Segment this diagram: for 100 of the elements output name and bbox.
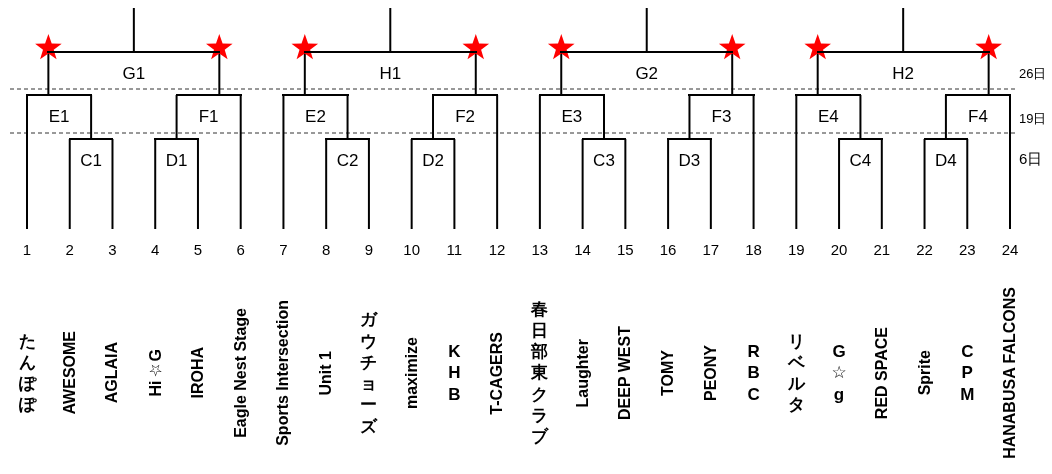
team-name: HANABUSA FALCONS bbox=[1001, 287, 1019, 459]
seed-number: 10 bbox=[402, 241, 421, 258]
seed-number: 17 bbox=[701, 241, 721, 258]
team-name: ガウチョーズ bbox=[359, 309, 379, 437]
seed-number: 15 bbox=[616, 241, 635, 258]
bracket-line bbox=[838, 138, 841, 230]
match-label: H1 bbox=[379, 64, 402, 84]
seed-number: 1 bbox=[21, 241, 33, 258]
bracket-line bbox=[624, 138, 627, 230]
bracket-line bbox=[923, 138, 926, 230]
bracket-line bbox=[196, 138, 199, 230]
bracket-line bbox=[453, 138, 456, 230]
seed-number: 24 bbox=[1000, 241, 1020, 258]
seed-number: 22 bbox=[915, 241, 934, 258]
team-name: Laughter bbox=[573, 338, 592, 408]
seed-number: 19 bbox=[786, 241, 806, 258]
match-label: C2 bbox=[336, 151, 359, 171]
bracket-line bbox=[389, 7, 392, 52]
team-name: Unit 1 bbox=[317, 350, 336, 396]
bracket-line bbox=[496, 94, 499, 230]
bracket-line bbox=[175, 94, 178, 139]
seed-number: 4 bbox=[150, 241, 161, 258]
date-label: 6日 bbox=[1019, 150, 1043, 169]
team-name: PEONY bbox=[701, 345, 720, 401]
match-label: D4 bbox=[935, 151, 957, 171]
bracket-line bbox=[667, 138, 670, 230]
match-label: F1 bbox=[198, 107, 219, 127]
seed-number: 3 bbox=[107, 241, 118, 258]
team-name: maximize bbox=[402, 336, 421, 409]
bracket-line bbox=[26, 94, 28, 230]
match-label: D2 bbox=[422, 151, 444, 171]
match-label: E3 bbox=[561, 107, 583, 127]
team-name: たんぽぽ bbox=[17, 330, 37, 416]
bracket-line bbox=[154, 138, 157, 230]
seed-number: 6 bbox=[235, 241, 246, 258]
bracket-line bbox=[880, 138, 883, 230]
bracket-line bbox=[239, 94, 242, 230]
match-label: G2 bbox=[635, 64, 659, 84]
team-name: T-CAGERS bbox=[488, 331, 507, 415]
seed-number: 7 bbox=[278, 241, 289, 258]
team-name: TOMY bbox=[659, 350, 678, 396]
bracket-line bbox=[68, 138, 71, 230]
bracket-line bbox=[795, 94, 798, 230]
match-label: G1 bbox=[122, 64, 146, 84]
bracket-line bbox=[902, 7, 905, 52]
match-label: C3 bbox=[593, 151, 615, 171]
team-name: AGLAIA bbox=[103, 342, 122, 404]
seed-number: 12 bbox=[487, 241, 507, 258]
seed-number: 5 bbox=[192, 241, 204, 258]
seed-number: 11 bbox=[445, 241, 464, 258]
team-name: G ☆ g bbox=[830, 341, 848, 405]
bracket-line bbox=[1009, 94, 1011, 230]
team-name: 春日部東クラブ bbox=[530, 298, 550, 448]
team-name: IROHA bbox=[188, 347, 207, 399]
seed-number: 18 bbox=[744, 241, 763, 258]
team-name: Sports Intersection bbox=[274, 300, 293, 446]
bracket-line bbox=[132, 7, 135, 52]
match-label: H2 bbox=[892, 64, 914, 84]
team-name: DEEP WEST bbox=[616, 326, 635, 420]
bracket-line bbox=[90, 94, 93, 139]
bracket-line bbox=[944, 94, 947, 139]
team-name: Sprite bbox=[915, 350, 934, 396]
match-label: E4 bbox=[817, 107, 839, 127]
bracket-line bbox=[410, 138, 413, 230]
match-label: E1 bbox=[48, 107, 70, 127]
match-label: D1 bbox=[165, 151, 188, 171]
match-label: D3 bbox=[678, 151, 701, 171]
bracket-line bbox=[859, 94, 862, 139]
seed-number: 13 bbox=[530, 241, 550, 258]
bracket-line bbox=[581, 138, 584, 230]
match-label: C1 bbox=[80, 151, 102, 171]
seed-number: 16 bbox=[658, 241, 678, 258]
team-name: RED SPACE bbox=[872, 326, 891, 420]
bracket-line bbox=[367, 138, 370, 230]
bracket-line bbox=[709, 138, 712, 230]
bracket-line bbox=[111, 138, 114, 230]
match-label: F4 bbox=[968, 107, 988, 127]
bracket-line bbox=[346, 94, 349, 139]
match-label: C4 bbox=[849, 151, 872, 171]
bracket-line bbox=[688, 94, 691, 139]
team-name: K H B bbox=[447, 341, 462, 405]
team-name: AWESOME bbox=[60, 331, 79, 415]
team-name: C P M bbox=[959, 341, 976, 405]
bracket-line bbox=[282, 94, 285, 230]
date-label: 26日 bbox=[1019, 65, 1047, 83]
bracket-line bbox=[432, 94, 435, 139]
match-label: E2 bbox=[305, 107, 326, 127]
match-label: F2 bbox=[455, 107, 475, 127]
seed-number: 23 bbox=[957, 241, 977, 258]
seed-number: 20 bbox=[829, 241, 849, 258]
team-name: R B C bbox=[746, 341, 761, 405]
seed-number: 9 bbox=[363, 241, 375, 258]
bracket-line bbox=[538, 94, 541, 230]
bracket-line bbox=[645, 7, 648, 52]
team-name: Hi☆G bbox=[145, 349, 165, 397]
date-label: 19日 bbox=[1019, 110, 1047, 128]
bracket-line bbox=[752, 94, 755, 230]
bracket-line bbox=[325, 138, 328, 230]
team-name: リベルタ bbox=[786, 330, 806, 416]
seed-number: 21 bbox=[872, 241, 892, 258]
